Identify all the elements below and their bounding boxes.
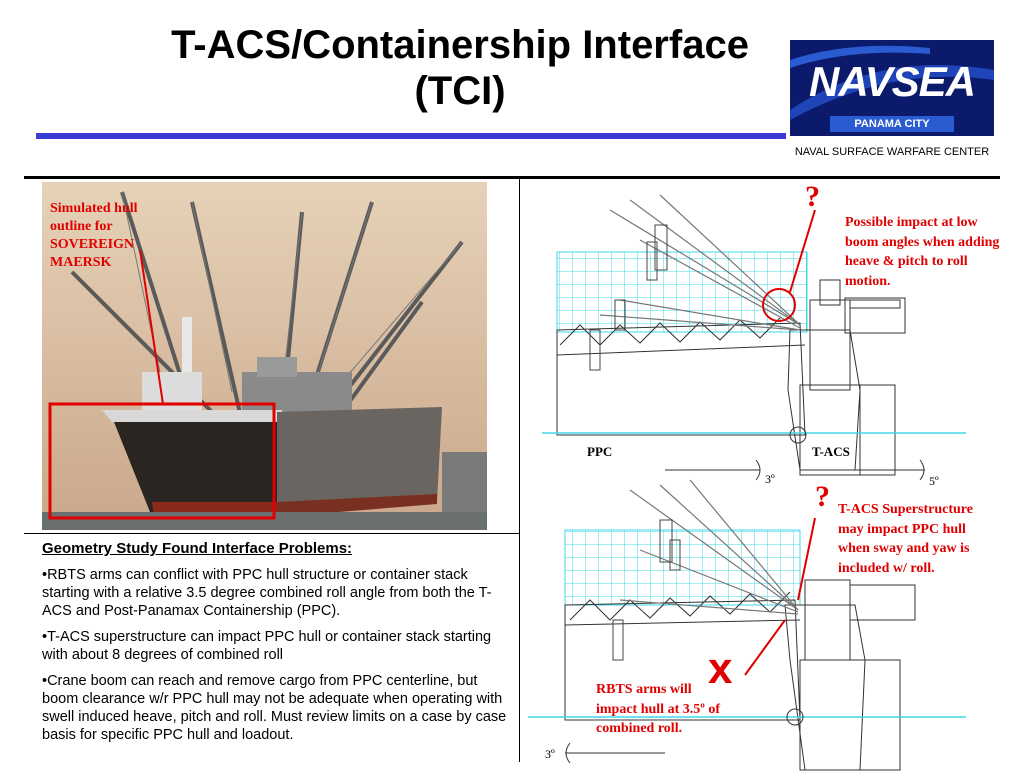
x-mark: x xyxy=(708,644,733,693)
logo-swoosh-icon xyxy=(790,45,994,120)
title-rule xyxy=(36,133,786,139)
angle-tacs-top: 5º xyxy=(929,474,939,488)
note-low-boom-impact: Possible impact at low boom angles when … xyxy=(845,215,1000,289)
angle-ppc-bottom: 3º xyxy=(545,747,555,761)
finding-bullet-1: •RBTS arms can conflict with PPC hull st… xyxy=(42,567,492,619)
label-tacs: T-ACS xyxy=(812,444,850,459)
photo-label: Simulated hull outline for SOVEREIGN MAE… xyxy=(50,201,138,270)
angle-ppc-top: 3º xyxy=(765,472,775,486)
header-divider xyxy=(24,176,1000,179)
navsea-logo: NAVSEA PANAMA CITY xyxy=(790,40,994,136)
top-scene xyxy=(542,194,966,481)
label-ppc: PPC xyxy=(587,444,613,459)
column-divider xyxy=(519,179,520,762)
question-mark-mid: ? xyxy=(815,480,830,513)
findings-heading: Geometry Study Found Interface Problems: xyxy=(42,540,353,557)
slide-title: T-ACS/Containership Interface (TCI) xyxy=(171,23,749,113)
interface-diagram xyxy=(528,194,966,771)
ship-photo xyxy=(42,182,487,530)
center-name: NAVAL SURFACE WARFARE CENTER xyxy=(794,146,990,158)
question-mark-top: ? xyxy=(805,180,820,213)
logo-subtitle: PANAMA CITY xyxy=(830,116,954,132)
photo-divider xyxy=(24,533,519,534)
bottom-scene xyxy=(528,479,966,771)
findings-section: Geometry Study Found Interface Problems:… xyxy=(42,540,512,752)
note-rbts-impact: RBTS arms will impact hull at 3.5º of co… xyxy=(596,682,721,736)
finding-bullet-2: •T-ACS superstructure can impact PPC hul… xyxy=(42,629,492,663)
finding-bullet-3: •Crane boom can reach and remove cargo f… xyxy=(42,673,507,743)
logo-wordmark: NAVSEA xyxy=(809,58,976,105)
note-superstructure-impact: T-ACS Superstructure may impact PPC hull… xyxy=(838,502,973,576)
